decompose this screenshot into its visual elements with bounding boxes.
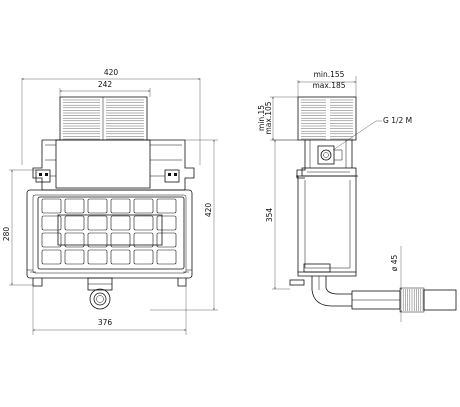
side-valve-connection <box>317 145 343 165</box>
front-view: 420 242 280 420 376 <box>2 68 218 335</box>
dim-side-offset-max-label: max.105 <box>264 101 273 134</box>
front-drain-outlet <box>87 277 113 310</box>
tank-cell <box>41 198 62 214</box>
tank-cell <box>41 249 62 265</box>
tank-cell <box>110 232 131 248</box>
dim-pipe-diameter-label: ø 45 <box>390 255 399 272</box>
tank-cell <box>110 249 131 265</box>
callout-connection: G 1/2 M <box>332 116 412 151</box>
tank-cell <box>110 215 131 231</box>
dim-side-height: 354 <box>265 139 298 290</box>
tank-cell <box>133 198 154 214</box>
tank-cell <box>156 198 177 214</box>
callout-connection-label: G 1/2 M <box>383 116 412 125</box>
tank-cell <box>87 198 108 214</box>
dim-side-depth: min.155 max.185 <box>297 70 357 97</box>
dim-lower-height: 280 <box>2 169 36 286</box>
tank-cell <box>87 232 108 248</box>
front-upper-housing <box>32 139 195 191</box>
side-housing <box>296 140 358 179</box>
dim-overall-width: 420 <box>21 68 201 165</box>
tank-cell <box>64 215 85 231</box>
dim-overall-height-label: 420 <box>204 203 213 218</box>
dim-base-width: 376 <box>32 286 187 335</box>
tank-cell <box>64 198 85 214</box>
tank-cell <box>41 232 62 248</box>
dim-grille-width: 242 <box>59 80 151 97</box>
tank-cell <box>156 249 177 265</box>
dim-grille-width-label: 242 <box>98 80 113 89</box>
dim-base-width-label: 376 <box>98 318 113 327</box>
tank-cell <box>110 198 131 214</box>
tank-cell <box>87 215 108 231</box>
dim-side-offset-min-label: min.15 <box>257 105 266 131</box>
tank-cell <box>64 232 85 248</box>
tank-cell <box>133 249 154 265</box>
side-view: G 1/2 M min.155 max.185 min.15 max.105 3… <box>257 70 457 322</box>
side-outlet-pipe <box>289 276 457 313</box>
dim-side-depth-max-label: max.185 <box>312 81 345 90</box>
side-tank <box>297 176 357 277</box>
dim-side-offset: min.15 max.105 <box>257 96 298 141</box>
tank-cell <box>64 249 85 265</box>
dim-overall-width-label: 420 <box>104 68 119 77</box>
front-grille <box>59 96 148 141</box>
tank-cell <box>133 232 154 248</box>
dim-lower-height-label: 280 <box>2 227 11 242</box>
dim-pipe-diameter: ø 45 <box>390 246 402 322</box>
tank-cell <box>87 249 108 265</box>
dim-side-height-label: 354 <box>265 208 274 223</box>
tank-cell <box>133 215 154 231</box>
tank-cell <box>156 215 177 231</box>
tank-cell <box>41 215 62 231</box>
dim-side-depth-min-label: min.155 <box>314 70 345 79</box>
front-tank <box>26 189 193 287</box>
dim-overall-height: 420 <box>150 139 218 311</box>
side-grille <box>297 96 357 141</box>
